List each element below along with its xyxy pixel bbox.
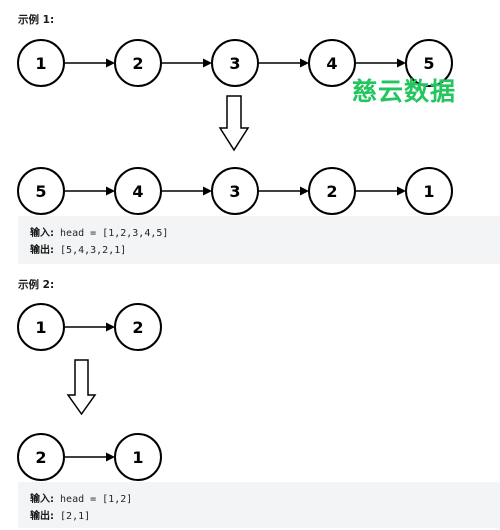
input-value: head = [1,2] <box>60 494 133 505</box>
example-1-after-list: 5 4 3 2 1 <box>17 167 453 215</box>
list-node-value: 2 <box>132 318 143 337</box>
list-node-value: 1 <box>35 318 46 337</box>
example-1-output-line: 输出: [5,4,3,2,1] <box>30 241 126 256</box>
arrowhead-icon <box>106 186 115 196</box>
example-1-code-block: 输入: head = [1,2,3,4,5] 输出: [5,4,3,2,1] <box>18 216 500 264</box>
example-1-input-line: 输入: head = [1,2,3,4,5] <box>30 224 168 239</box>
output-label: 输出: <box>30 511 54 522</box>
arrowhead-icon <box>300 186 309 196</box>
example-2-code-block: 输入: head = [1,2] 输出: [2,1] <box>18 482 500 528</box>
list-node-value: 2 <box>35 448 46 467</box>
watermark-logo: 慈云数据 <box>352 77 457 106</box>
arrowhead-icon <box>397 58 406 68</box>
arrowhead-icon <box>106 452 115 462</box>
output-value: [5,4,3,2,1] <box>60 245 127 256</box>
list-node-value: 3 <box>229 182 240 201</box>
arrowhead-icon <box>106 322 115 332</box>
list-node-value: 5 <box>423 54 434 73</box>
input-label: 输入: <box>30 494 54 505</box>
list-node-value: 4 <box>326 54 337 73</box>
input-value: head = [1,2,3,4,5] <box>60 228 169 239</box>
example-2-output-line: 输出: [2,1] <box>30 507 90 522</box>
list-node <box>114 303 162 351</box>
example-1-before-list: 1 2 3 4 5 <box>17 39 453 87</box>
list-node-value: 3 <box>229 54 240 73</box>
list-node <box>405 39 453 87</box>
list-node <box>114 433 162 481</box>
example-2-heading: 示例 2: <box>18 279 55 291</box>
arrowhead-icon <box>106 58 115 68</box>
list-node-value: 4 <box>132 182 143 201</box>
arrowhead-icon <box>397 186 406 196</box>
example-1-transform-arrow <box>218 95 250 152</box>
list-node-value: 1 <box>132 448 143 467</box>
arrowhead-icon <box>203 186 212 196</box>
down-arrow-icon <box>66 359 97 416</box>
output-value: [2,1] <box>60 511 91 522</box>
arrowhead-icon <box>300 58 309 68</box>
down-arrow-icon <box>218 95 250 152</box>
list-node-value: 2 <box>132 54 143 73</box>
example-2-input-line: 输入: head = [1,2] <box>30 490 132 505</box>
list-node <box>405 167 453 215</box>
arrowhead-icon <box>203 58 212 68</box>
list-node-value: 1 <box>423 182 434 201</box>
example-1-heading: 示例 1: <box>18 14 55 26</box>
list-node-value: 1 <box>35 54 46 73</box>
list-node-value: 2 <box>326 182 337 201</box>
example-2-transform-arrow <box>66 359 97 416</box>
output-label: 输出: <box>30 245 54 256</box>
input-label: 输入: <box>30 228 54 239</box>
list-node-value: 5 <box>35 182 46 201</box>
